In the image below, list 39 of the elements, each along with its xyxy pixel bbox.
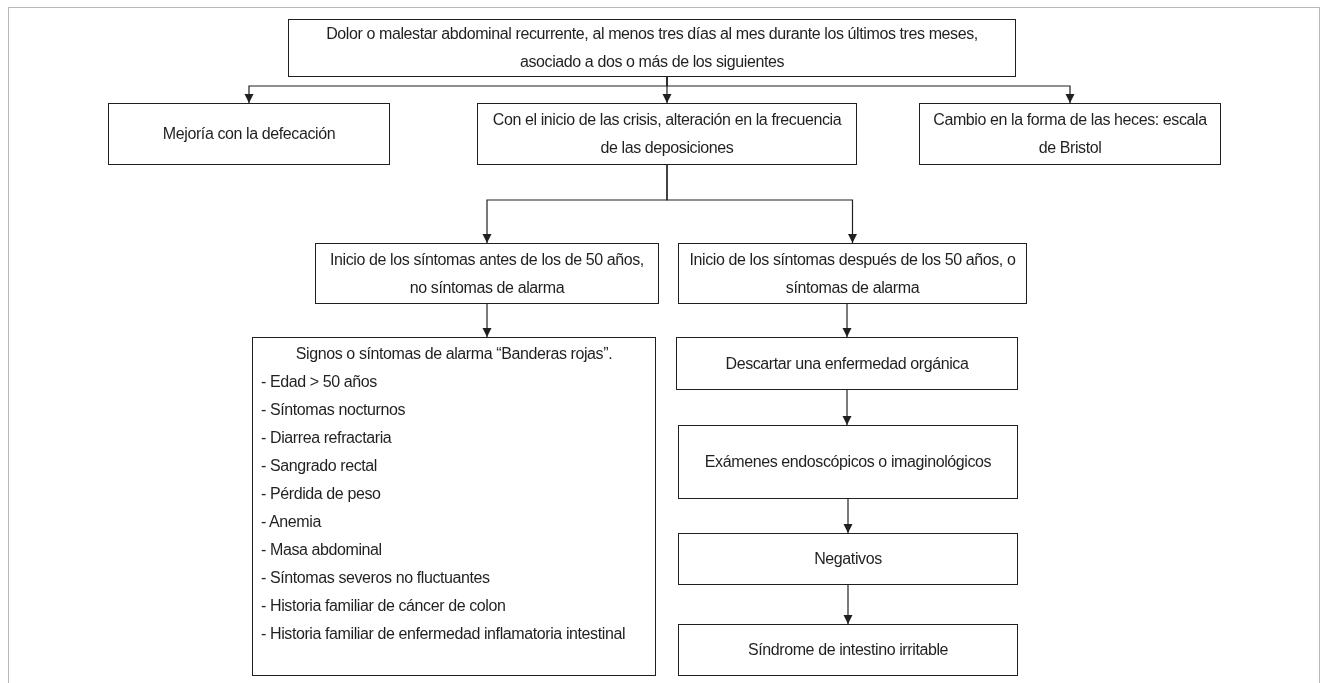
arrow — [843, 584, 853, 625]
arrow — [666, 164, 857, 244]
list-heading: Signos o síntomas de alarma “Banderas rojas”. — [295, 344, 613, 364]
box-text: Dolor o malestar abdominal recurrente, al menos tres días al mes durante los últimos tres meses, asociado a dos o más de los siguientes — [325, 24, 979, 72]
box-text: Exámenes endoscópicos o imaginológicos — [704, 452, 992, 472]
box-text: Descartar una enfermedad orgánica — [725, 353, 969, 374]
box-text: Síndrome de intestino irritable — [747, 640, 949, 660]
box-text: Cambio en la forma de las heces: escala de Bristol — [932, 110, 1208, 158]
process-box — [919, 103, 1221, 165]
process-box — [477, 103, 857, 165]
box-text: Negativos — [814, 549, 882, 569]
list-item: - Historia familiar de cáncer de colon — [261, 596, 507, 616]
arrow — [843, 498, 853, 534]
arrow — [842, 303, 852, 338]
process-box — [288, 19, 1016, 77]
list-item: - Edad > 50 años — [261, 372, 378, 392]
list-item: - Síntomas nocturnos — [261, 400, 407, 420]
process-box — [678, 533, 1018, 585]
list-box — [252, 337, 656, 676]
list-item: - Anemia — [261, 512, 323, 532]
arrow — [842, 389, 852, 426]
process-box — [676, 337, 1018, 390]
process-box — [678, 243, 1027, 304]
box-text: Inicio de los síntomas antes de los de 50 años, no síntomas de alarma — [329, 249, 645, 298]
process-box — [315, 243, 659, 304]
process-box — [108, 103, 390, 165]
process-box — [678, 425, 1018, 499]
process-box — [678, 624, 1018, 676]
arrow — [482, 303, 492, 338]
list-item: - Sangrado rectal — [261, 456, 378, 476]
list-item: - Síntomas severos no fluctuantes — [261, 568, 491, 588]
list-item: - Pérdida de peso — [261, 484, 382, 504]
box-text: Inicio de los síntomas después de los 50 años, o síntomas de alarma — [688, 249, 1017, 298]
arrow — [666, 76, 1075, 104]
list-item: - Masa abdominal — [261, 540, 383, 560]
list-item: - Historia familiar de enfermedad inflamatoria intestinal — [261, 624, 627, 644]
box-text: Con el inicio de las crisis, alteración en la frecuencia de las deposiciones — [491, 110, 843, 158]
box-text: Mejoría con la defecación — [162, 124, 336, 144]
list-item: - Diarrea refractaria — [261, 428, 393, 448]
